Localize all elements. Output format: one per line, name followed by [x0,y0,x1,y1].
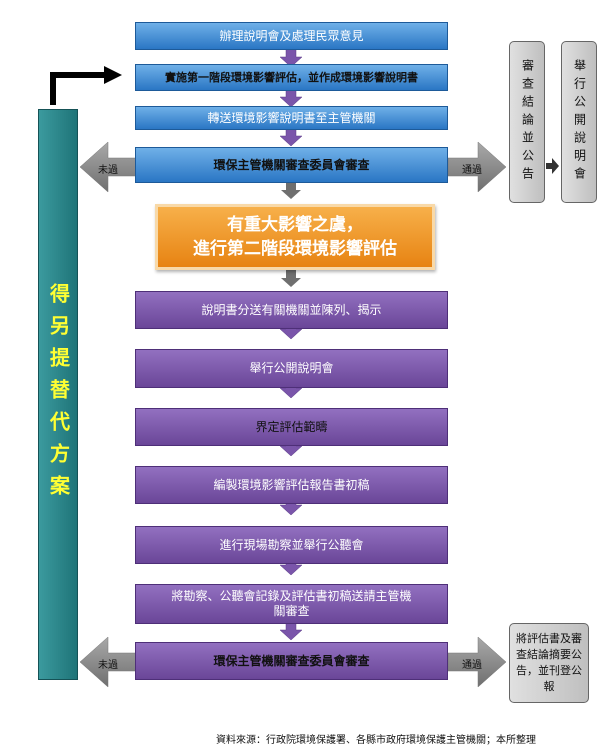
pass-arrow [447,636,507,688]
step-public-meeting: 辦理說明會及處理民眾意見 [135,22,448,50]
down-arrow [279,88,303,108]
pass-label: 通過 [462,165,482,176]
down-arrow [281,270,301,287]
step-distribute-report: 說明書分送有關機關並陳列、揭示 [135,291,448,329]
review-conclusion-box: 審查結論並公告 [509,41,545,203]
source-note: 資料來源：行政院環境保護署、各縣市政府環境保護主管機關；本所整理 [216,735,536,746]
not-pass-label: 未過 [98,165,118,176]
not-pass-arrow [79,141,139,193]
loop-back-arrow [50,72,106,105]
pass-arrow [447,141,507,193]
not-pass-label: 未過 [98,660,118,671]
step-define-scope: 界定評估範疇 [135,408,448,446]
down-arrow [281,182,301,199]
alternative-plan-bar: 得另提替代方案 [38,109,78,680]
step-first-stage-eia: 實施第一階段環境影響評估，並作成環境影響說明書 [135,64,448,91]
down-arrow [279,621,303,641]
not-pass-arrow [79,636,139,688]
hold-public-meeting-box: 舉行公開說明會 [561,41,597,203]
down-arrow [279,48,303,68]
step-draft-report: 編製環境影響評估報告書初稿 [135,466,448,504]
step-second-stage-eia: 有重大影響之虞， 進行第二階段環境影響評估 [155,204,435,270]
step-forward-report: 轉送環境影響說明書至主管機關 [135,106,448,130]
step-committee-review-2: 環保主管機關審查委員會審查 [135,642,448,680]
step-site-survey: 進行現場勘察並舉行公聽會 [135,526,448,564]
step-submit-for-review: 將勘察、公聽會記錄及評估書初稿送請主管機關審查 [135,584,448,624]
down-arrow [279,127,303,147]
second-stage-line-2: 進行第二階段環境影響評估 [193,239,397,259]
right-arrow [546,158,559,174]
step-hold-public-meeting: 舉行公開說明會 [135,349,448,388]
step-committee-review-1: 環保主管機關審查委員會審查 [135,147,448,183]
second-stage-line-1: 有重大影響之虞， [227,215,363,235]
pass-label: 通過 [462,660,482,671]
final-publish-box: 將評估書及審查結論摘要公告，並刊登公報 [509,623,589,703]
